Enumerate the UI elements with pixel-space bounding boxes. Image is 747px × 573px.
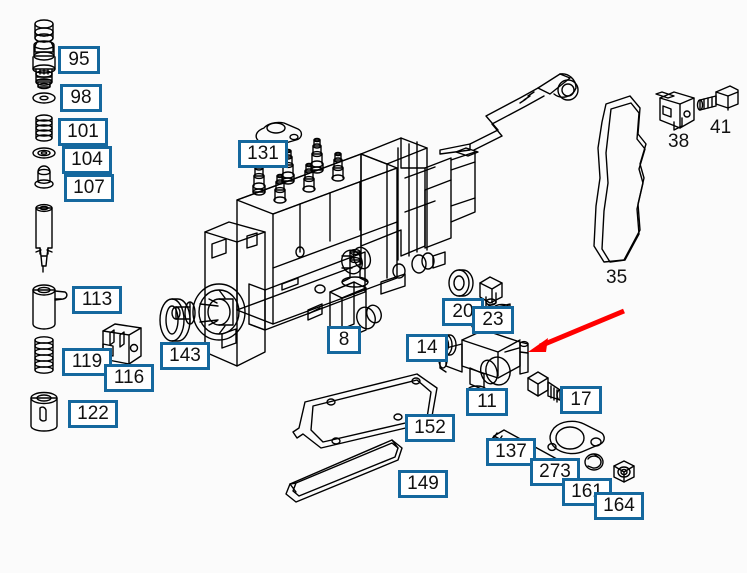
callout-131[interactable]: 131: [238, 140, 288, 168]
part-95-delivery-valve-holder: [32, 19, 56, 90]
part-104-shim-washer: [32, 147, 56, 159]
part-23-hollow-screw: [479, 276, 503, 308]
label-35: 35: [606, 267, 628, 288]
part-20-sealing-washer: [448, 269, 474, 297]
callout-143[interactable]: 143: [160, 342, 210, 370]
part-plunger-element: [35, 203, 53, 273]
part-113-valve-body: [32, 284, 68, 330]
part-8-injection-pump-assembly: [171, 137, 479, 367]
callout-8[interactable]: 8: [327, 326, 361, 354]
callout-149[interactable]: 149: [398, 470, 448, 498]
part-131-governor-gasket: [255, 121, 303, 147]
callout-107[interactable]: 107: [64, 174, 114, 202]
part-98-sealing-ring: [32, 92, 56, 104]
part-161-lock-washer: [584, 453, 604, 471]
part-122-spring-seat-bushing: [30, 391, 58, 432]
callout-14[interactable]: 14: [406, 334, 448, 362]
callout-98[interactable]: 98: [60, 84, 102, 112]
callout-11[interactable]: 11: [466, 388, 508, 416]
part-41-fastening-bolt: [696, 85, 739, 111]
part-fuel-delivery-pipe: [439, 73, 579, 155]
part-273-flange-gasket: [547, 420, 605, 455]
callout-95[interactable]: 95: [58, 46, 100, 74]
callout-152[interactable]: 152: [405, 414, 455, 442]
callout-23[interactable]: 23: [472, 306, 514, 334]
part-107-spring-seat: [34, 165, 54, 189]
callout-137[interactable]: 137: [486, 438, 536, 466]
label-38: 38: [668, 131, 690, 152]
callout-122[interactable]: 122: [68, 400, 118, 428]
highlight-arrow: [528, 308, 625, 352]
part-164-hex-nut: [613, 460, 635, 483]
part-38-cable-bracket: [655, 91, 695, 131]
callout-113[interactable]: 113: [72, 286, 122, 314]
callout-104[interactable]: 104: [62, 146, 112, 174]
callout-17[interactable]: 17: [560, 386, 602, 414]
part-101-valve-spring: [35, 114, 53, 142]
part-119-plunger-spring: [34, 336, 54, 374]
part-149-cover-gasket: [285, 439, 403, 503]
callout-164[interactable]: 164: [594, 492, 644, 520]
part-35-timing-cover-gasket: [593, 95, 647, 263]
callout-119[interactable]: 119: [62, 348, 112, 376]
label-41: 41: [710, 117, 732, 138]
callout-116[interactable]: 116: [104, 364, 154, 392]
callout-101[interactable]: 101: [58, 118, 108, 146]
